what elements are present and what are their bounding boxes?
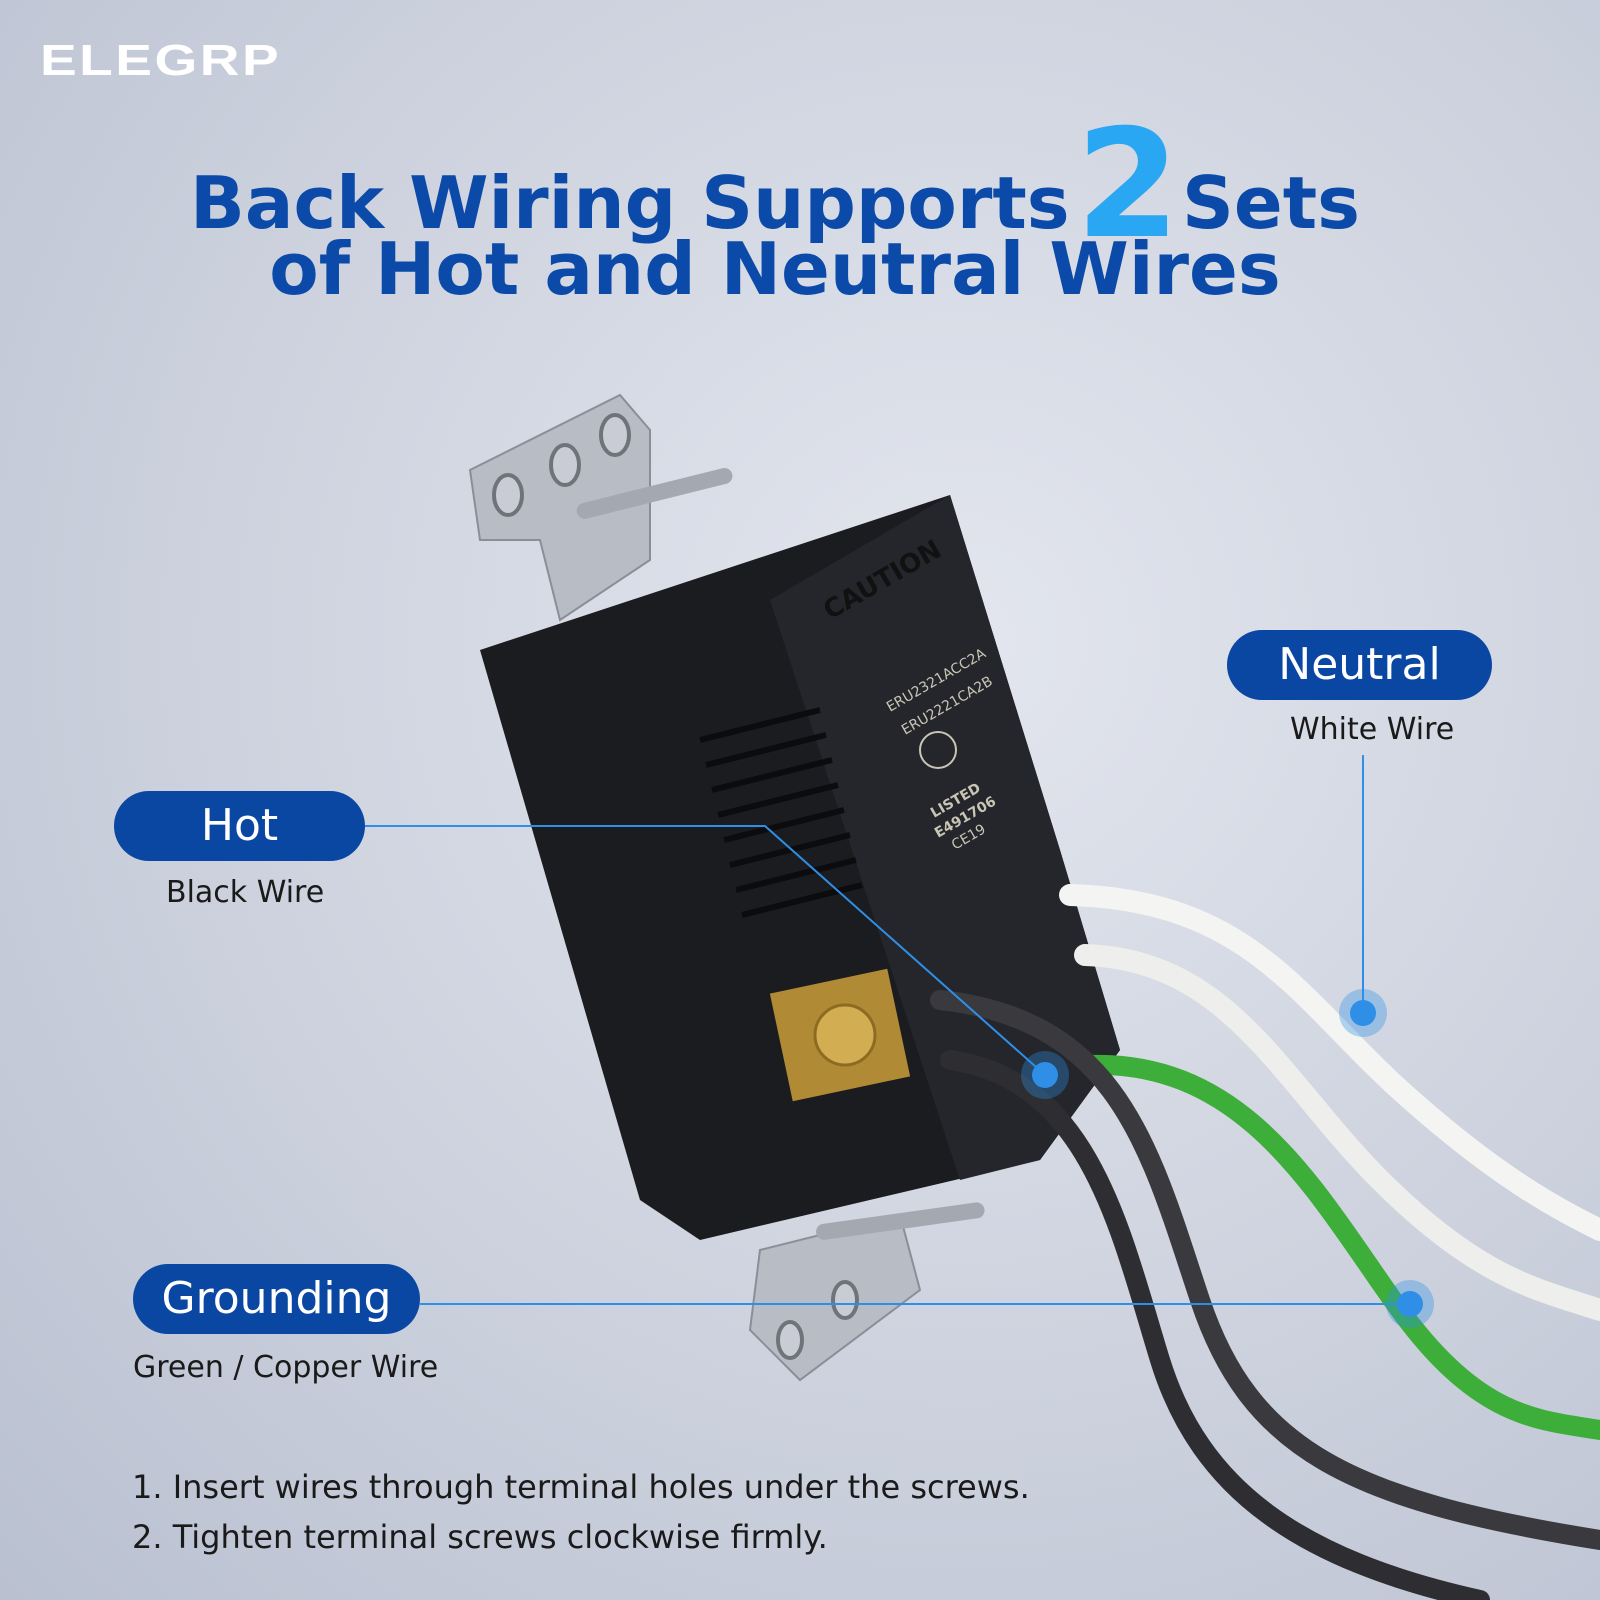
- mounting-strap-bottom: [748, 1202, 985, 1382]
- white-wire-1: [1059, 884, 1600, 1241]
- grounding-label: Grounding: [133, 1264, 420, 1334]
- marker-dots: [1021, 989, 1434, 1328]
- headline-line-2: of Hot and Neutral Wires: [269, 227, 1281, 311]
- neutral-desc: White Wire: [1290, 712, 1455, 747]
- hot-label: Hot: [114, 791, 365, 861]
- grounding-desc: Green / Copper Wire: [133, 1350, 439, 1385]
- headline-number: 2: [1075, 98, 1180, 272]
- wires: [930, 884, 1600, 1600]
- headline-text-1: Back Wiring Supports: [189, 161, 1070, 245]
- neutral-label: Neutral: [1227, 630, 1492, 700]
- brand-logo: ELEGRP: [40, 36, 282, 85]
- leader-lines: [365, 755, 1410, 1305]
- headline-text-2: Sets: [1182, 161, 1361, 245]
- white-wire-2: [1074, 944, 1600, 1321]
- headline-line-1: Back Wiring Supports2Sets: [0, 110, 1550, 260]
- mounting-strap-top: [468, 393, 733, 622]
- instruction-1: 1. Insert wires through terminal holes u…: [132, 1468, 1030, 1506]
- black-wire-2: [940, 1050, 1490, 1600]
- black-wire-1: [930, 990, 1600, 1550]
- instruction-2: 2. Tighten terminal screws clockwise fir…: [132, 1518, 828, 1556]
- green-wire: [1080, 1054, 1600, 1440]
- hot-desc: Black Wire: [166, 875, 325, 910]
